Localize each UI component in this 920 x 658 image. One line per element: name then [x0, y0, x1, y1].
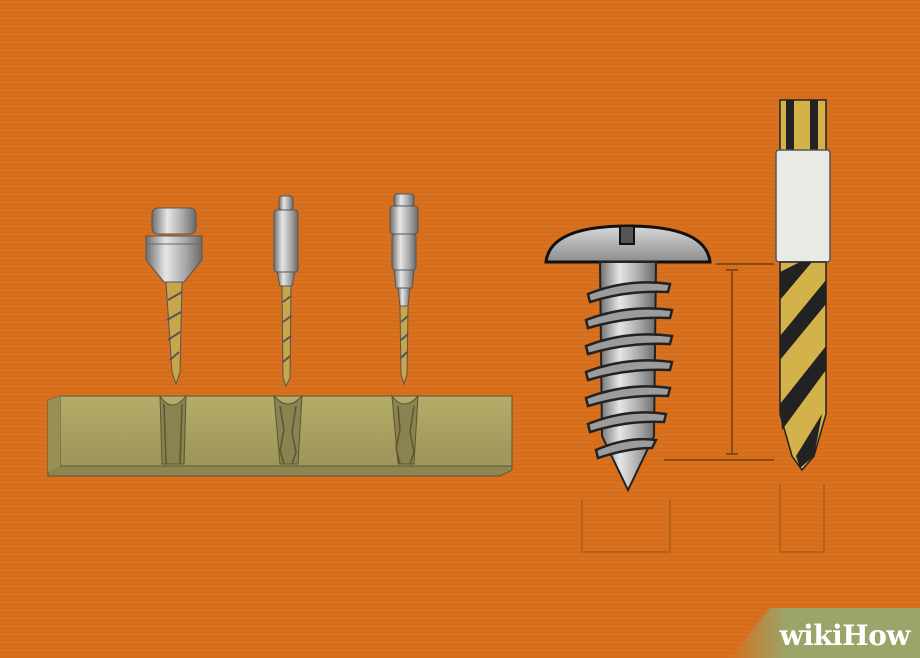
- logo-how: How: [842, 619, 910, 652]
- logo-wiki: wiki: [779, 619, 843, 652]
- pilot-bit-icon: [273, 195, 299, 388]
- tapered-bit-icon: [389, 193, 419, 386]
- wood-board-icon: [47, 394, 513, 477]
- countersink-bit-icon: [145, 207, 203, 386]
- measurement-bracket: [664, 263, 774, 461]
- drill-bit-icon: [775, 99, 831, 553]
- wikihow-logo: wikiHow: [779, 619, 910, 652]
- screw-icon: [544, 224, 712, 553]
